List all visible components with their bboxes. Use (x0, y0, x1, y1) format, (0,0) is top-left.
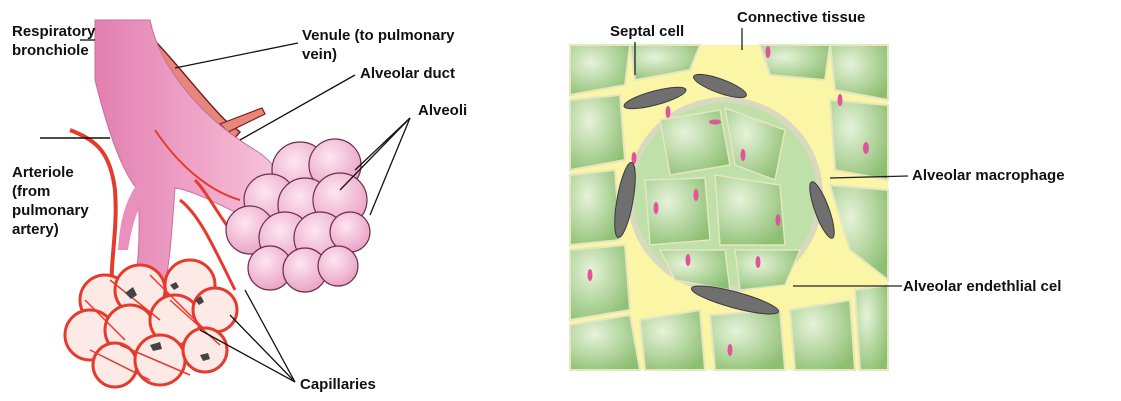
label-capillaries: Capillaries (300, 375, 376, 394)
label-alveolar-endothelial-cell: Alveolar endethlial cel (903, 277, 1061, 296)
capillary-network (65, 260, 237, 387)
alveolar-wall-diagram: Septal cell Connective tissue Alveolar m… (530, 0, 1121, 401)
label-septal-cell: Septal cell (610, 22, 684, 41)
label-alveoli: Alveoli (418, 101, 467, 120)
label-connective-tissue: Connective tissue (737, 8, 865, 27)
label-venule: Venule (to pulmonary vein) (302, 26, 455, 64)
label-alveolar-macrophage: Alveolar macrophage (912, 166, 1065, 185)
label-respiratory-bronchiole: Respiratory bronchiole (12, 22, 95, 60)
alveolar-tissue-drawing (530, 0, 1121, 401)
venule-branch (220, 108, 265, 132)
label-alveolar-duct: Alveolar duct (360, 64, 455, 83)
label-arteriole: Arteriole (from pulmonary artery) (12, 163, 89, 239)
alveolus-structure-diagram: Respiratory bronchiole Venule (to pulmon… (0, 0, 530, 401)
